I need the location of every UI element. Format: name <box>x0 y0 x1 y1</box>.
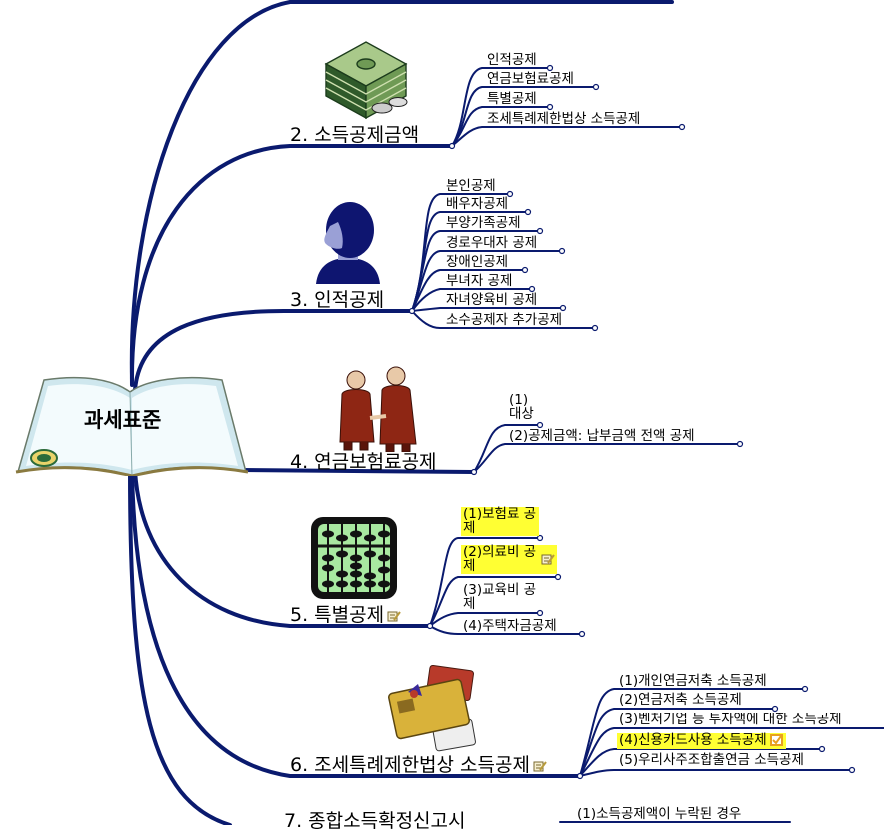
branch-2-child-4[interactable]: 조세특례제한법상 소득공제 <box>487 111 641 127</box>
branch-5-child-2-text: (2)의료비 공제 <box>463 544 537 574</box>
branch-6-child-4-text: (4)신용카드사용 소득공제 <box>619 732 767 748</box>
branch-5-child-4[interactable]: (4)주택자금공제 <box>463 618 557 634</box>
checkbox-icon[interactable] <box>769 734 784 746</box>
credit-card-icon <box>388 664 480 756</box>
connector-branch-4 <box>238 468 476 474</box>
branch-3-child-7[interactable]: 자녀양육비 공제 <box>446 292 538 308</box>
person-silhouette-icon <box>312 200 384 288</box>
branch-7-label[interactable]: 7. 종합소득확정신고시 <box>284 810 466 832</box>
branch-3-child-6[interactable]: 부녀자 공제 <box>446 273 513 289</box>
branch-2-child-3[interactable]: 특별공제 <box>487 91 537 107</box>
root-node-label[interactable]: 과세표준 <box>84 408 162 432</box>
note-pencil-icon[interactable] <box>541 553 555 565</box>
connector-branch-6 <box>130 468 582 778</box>
branch-5-child-1[interactable]: (1)보험료 공제 <box>461 507 539 536</box>
branch-3-label[interactable]: 3. 인적공제 <box>290 289 385 311</box>
branch-5-label[interactable]: 5. 특별공제 <box>290 606 401 625</box>
branch-5-label-text: 5. 특별공제 <box>290 604 385 626</box>
connector-branch-5 <box>133 468 432 628</box>
branch-2-child-2[interactable]: 연금보험료공제 <box>487 71 574 87</box>
branch-3-child-8[interactable]: 소수공제자 추가공제 <box>446 312 563 328</box>
connector-branch-7 <box>128 468 232 825</box>
branch-3-child-5[interactable]: 장애인공제 <box>446 254 509 270</box>
note-pencil-icon[interactable] <box>387 610 401 622</box>
elderly-couple-icon <box>330 366 422 456</box>
branch-2-child-1[interactable]: 인적공제 <box>487 52 537 68</box>
branch-1-partial <box>300 0 672 2</box>
branch-5-child-3[interactable]: (3)교육비 공제 <box>463 582 537 612</box>
branch-2-label[interactable]: 2. 소득공제금액 <box>290 124 420 146</box>
branch-6-child-3[interactable]: (3)벤처기업 등 투자액에 대한 소득공제 <box>619 713 842 727</box>
branch-4-child-1[interactable]: (1) 대상 <box>509 392 534 422</box>
branch-5-child-2[interactable]: (2)의료비 공제 <box>461 545 557 574</box>
branch-3-child-1[interactable]: 본인공제 <box>446 178 496 194</box>
book-icon[interactable] <box>14 372 250 478</box>
connector-branch-1 <box>129 0 674 382</box>
branch-4-child-2[interactable]: (2)공제금액: 납부금액 전액 공제 <box>509 428 695 444</box>
branch-6-child-5[interactable]: (5)우리사주조합출연금 소득공제 <box>619 752 804 768</box>
branch-6-label[interactable]: 6. 조세특례제한법상 소득공제 <box>290 756 547 775</box>
note-pencil-icon[interactable] <box>533 760 547 772</box>
branch-6-child-2[interactable]: (2)연금저축 소득공제 <box>619 692 742 708</box>
branch-4-label[interactable]: 4. 연금보험료공제 <box>290 451 437 473</box>
connector-branch-3 <box>133 308 414 392</box>
branch-3-child-4[interactable]: 경로우대자 공제 <box>446 235 538 251</box>
branch-6-child-4[interactable]: (4)신용카드사용 소득공제 <box>617 733 786 749</box>
money-stack-icon <box>320 34 412 124</box>
abacus-icon <box>308 514 400 606</box>
connector-branch-2 <box>129 144 454 387</box>
branch-6-child-1[interactable]: (1)개인연금저축 소득공제 <box>619 673 767 689</box>
branch-7-child-1[interactable]: (1)소득공제액이 누락된 경우 <box>577 806 742 822</box>
branch-6-label-text: 6. 조세특례제한법상 소득공제 <box>290 754 530 776</box>
branch-3-child-2[interactable]: 배우자공제 <box>446 196 509 212</box>
branch-3-child-3[interactable]: 부양가족공제 <box>446 215 521 231</box>
